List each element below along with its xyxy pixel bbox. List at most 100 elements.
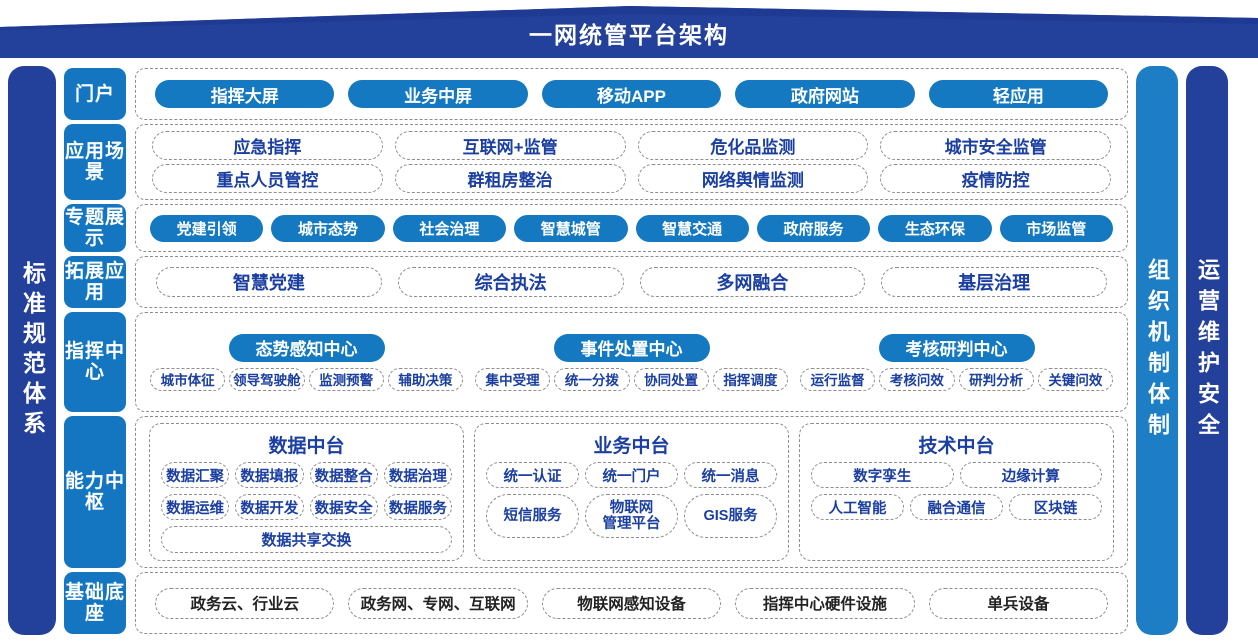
command-item[interactable]: 关键问效 (1037, 367, 1113, 391)
base-item[interactable]: 指挥中心硬件设施 (735, 587, 915, 619)
layer-extension-label: 拓展应用 (64, 256, 126, 308)
platform-business-title: 业务中台 (593, 436, 670, 457)
topic-item[interactable]: 生态环保 (878, 214, 992, 242)
topic-item[interactable]: 智慧城管 (514, 214, 628, 242)
platform-tech-row-2: 人工智能 融合通信 区块链 (808, 494, 1105, 520)
sidebar-operation-label: 运营维护安全 (1195, 257, 1220, 444)
sidebar-standard-system: 标准规范体系 (8, 66, 56, 635)
layer-topic-display-body: 党建引领 城市态势 社会治理 智慧城管 智慧交通 政府服务 生态环保 市场监管 (135, 204, 1128, 252)
topic-item[interactable]: 城市态势 (271, 214, 385, 242)
extension-item[interactable]: 多网融合 (639, 267, 866, 297)
sidebar-organization-label: 组织机制体制 (1145, 257, 1170, 444)
scene-item[interactable]: 应急指挥 (152, 131, 383, 160)
iot-line-2: 管理平台 (602, 516, 661, 532)
platform-data-item[interactable]: 数据共享交换 (161, 526, 452, 553)
portal-item[interactable]: 指挥大屏 (155, 80, 335, 108)
base-item[interactable]: 单兵设备 (928, 587, 1109, 619)
platform-business-item[interactable]: 统一认证 (486, 462, 579, 488)
scene-item[interactable]: 危化品监测 (637, 131, 869, 160)
sidebar-operation-security: 运营维护安全 (1186, 66, 1228, 635)
platform-data-item[interactable]: 数据汇聚 (161, 462, 230, 488)
command-group-event: 事件处置中心 集中受理 统一分拨 协同处置 指挥调度 (469, 317, 794, 407)
extension-item[interactable]: 综合执法 (397, 267, 624, 297)
topic-item[interactable]: 党建引领 (150, 214, 264, 242)
platform-tech-item[interactable]: 边缘计算 (959, 462, 1102, 488)
platform-data-row-2: 数据运维 数据开发 数据安全 数据服务 (158, 494, 455, 520)
layer-extension-application: 拓展应用 智慧党建 综合执法 多网融合 基层治理 (64, 256, 1128, 308)
portal-item[interactable]: 轻应用 (928, 80, 1109, 108)
topic-item[interactable]: 智慧交通 (635, 214, 749, 242)
platform-data-item[interactable]: 数据安全 (309, 494, 378, 520)
portal-item[interactable]: 移动APP (541, 80, 722, 108)
command-item[interactable]: 指挥调度 (712, 367, 788, 391)
platform-data-item[interactable]: 数据开发 (235, 494, 304, 520)
base-item[interactable]: 政务云、行业云 (155, 587, 335, 619)
iot-line-1: 物联网 (609, 500, 654, 516)
scene-item[interactable]: 群租房整治 (394, 164, 626, 193)
command-item[interactable]: 集中受理 (475, 367, 551, 391)
platform-business-item[interactable]: 统一门户 (585, 462, 678, 488)
platform-data-item[interactable]: 数据整合 (309, 462, 378, 488)
topic-item[interactable]: 社会治理 (392, 214, 507, 242)
layer-ability-hub-label: 能力中枢 (64, 416, 126, 568)
platform-tech-item[interactable]: 人工智能 (811, 494, 904, 520)
base-item[interactable]: 政务网、专网、互联网 (348, 587, 528, 619)
layer-topic-display: 专题展示 党建引领 城市态势 社会治理 智慧城管 智慧交通 政府服务 生态环保 … (64, 204, 1128, 252)
layer-application-scene: 应用场景 应急指挥 互联网+监管 危化品监测 城市安全监管 重点人员管控 群租房… (64, 124, 1128, 200)
platform-business-item-iot[interactable]: 物联网 管理平台 (585, 494, 678, 538)
scene-item[interactable]: 网络舆情监测 (637, 164, 869, 193)
platform-tech-title: 技术中台 (918, 436, 995, 457)
roof-banner: 一网统管平台架构 (0, 0, 1258, 62)
roof-highlight (0, 6, 1258, 30)
scene-row-2: 重点人员管控 群租房整治 网络舆情监测 疫情防控 (146, 162, 1117, 195)
platform-tech-item[interactable]: 区块链 (1009, 494, 1102, 520)
extension-item[interactable]: 基层治理 (881, 267, 1107, 297)
platform-tech-item[interactable]: 数字孪生 (811, 462, 954, 488)
scene-row-1: 应急指挥 互联网+监管 危化品监测 城市安全监管 (146, 129, 1117, 162)
platform-data-item[interactable]: 数据治理 (383, 462, 452, 488)
portal-item[interactable]: 政府网站 (735, 80, 915, 108)
platform-business-row-1: 统一认证 统一门户 统一消息 (483, 462, 780, 488)
command-item[interactable]: 协同处置 (633, 367, 709, 391)
portal-item[interactable]: 业务中屏 (348, 80, 528, 108)
platform-data-item[interactable]: 数据填报 (235, 462, 304, 488)
platform-data-item[interactable]: 数据运维 (161, 494, 230, 520)
command-item[interactable]: 研判分析 (958, 367, 1034, 391)
layer-base-label: 基础底座 (64, 572, 126, 634)
layer-ability-hub: 能力中枢 数据中台 数据汇聚 数据填报 数据整合 数据治理 数据运维 数据开发 … (64, 416, 1128, 568)
command-group-title[interactable]: 事件处置中心 (553, 333, 710, 362)
command-item[interactable]: 辅助决策 (387, 367, 463, 391)
command-group-assessment: 考核研判中心 运行监督 考核问效 研判分析 关键问效 (794, 317, 1119, 407)
topic-item[interactable]: 政府服务 (756, 214, 871, 242)
platform-tech-item[interactable]: 融合通信 (910, 494, 1003, 520)
command-item[interactable]: 运行监督 (800, 367, 876, 391)
layer-portal: 门户 指挥大屏 业务中屏 移动APP 政府网站 轻应用 (64, 68, 1128, 120)
platform-business-item[interactable]: 短信服务 (486, 494, 579, 538)
platform-business-row-2: 短信服务 物联网 管理平台 GIS服务 (483, 494, 780, 538)
command-group-title[interactable]: 考核研判中心 (878, 333, 1035, 362)
platform-data: 数据中台 数据汇聚 数据填报 数据整合 数据治理 数据运维 数据开发 数据安全 … (149, 423, 464, 561)
command-item[interactable]: 领导驾驶舱 (229, 367, 305, 391)
layer-command-center: 指挥中心 态势感知中心 城市体征 领导驾驶舱 监测预警 辅助决策 事件处置中心 … (64, 312, 1128, 412)
command-item[interactable]: 城市体征 (150, 367, 226, 391)
base-item[interactable]: 物联网感知设备 (541, 587, 722, 619)
layer-base-foundation: 基础底座 政务云、行业云 政务网、专网、互联网 物联网感知设备 指挥中心硬件设施… (64, 572, 1128, 634)
platform-business: 业务中台 统一认证 统一门户 统一消息 短信服务 物联网 管理平台 GIS服务 (474, 423, 789, 561)
platform-data-item[interactable]: 数据服务 (383, 494, 452, 520)
platform-business-item[interactable]: 统一消息 (684, 462, 777, 488)
scene-item[interactable]: 互联网+监管 (394, 131, 626, 160)
command-item[interactable]: 统一分拨 (554, 367, 630, 391)
platform-tech: 技术中台 数字孪生 边缘计算 人工智能 融合通信 区块链 (799, 423, 1114, 561)
platform-business-item[interactable]: GIS服务 (684, 494, 777, 538)
command-item[interactable]: 监测预警 (308, 367, 384, 391)
command-item[interactable]: 考核问效 (879, 367, 955, 391)
command-group-title[interactable]: 态势感知中心 (228, 333, 385, 362)
scene-item[interactable]: 城市安全监管 (880, 131, 1111, 160)
extension-item[interactable]: 智慧党建 (156, 267, 382, 297)
scene-item[interactable]: 重点人员管控 (152, 164, 383, 193)
platform-data-title: 数据中台 (268, 436, 345, 457)
topic-item[interactable]: 市场监管 (999, 214, 1113, 242)
scene-item[interactable]: 疫情防控 (880, 164, 1111, 193)
layer-command-center-label: 指挥中心 (64, 312, 126, 412)
